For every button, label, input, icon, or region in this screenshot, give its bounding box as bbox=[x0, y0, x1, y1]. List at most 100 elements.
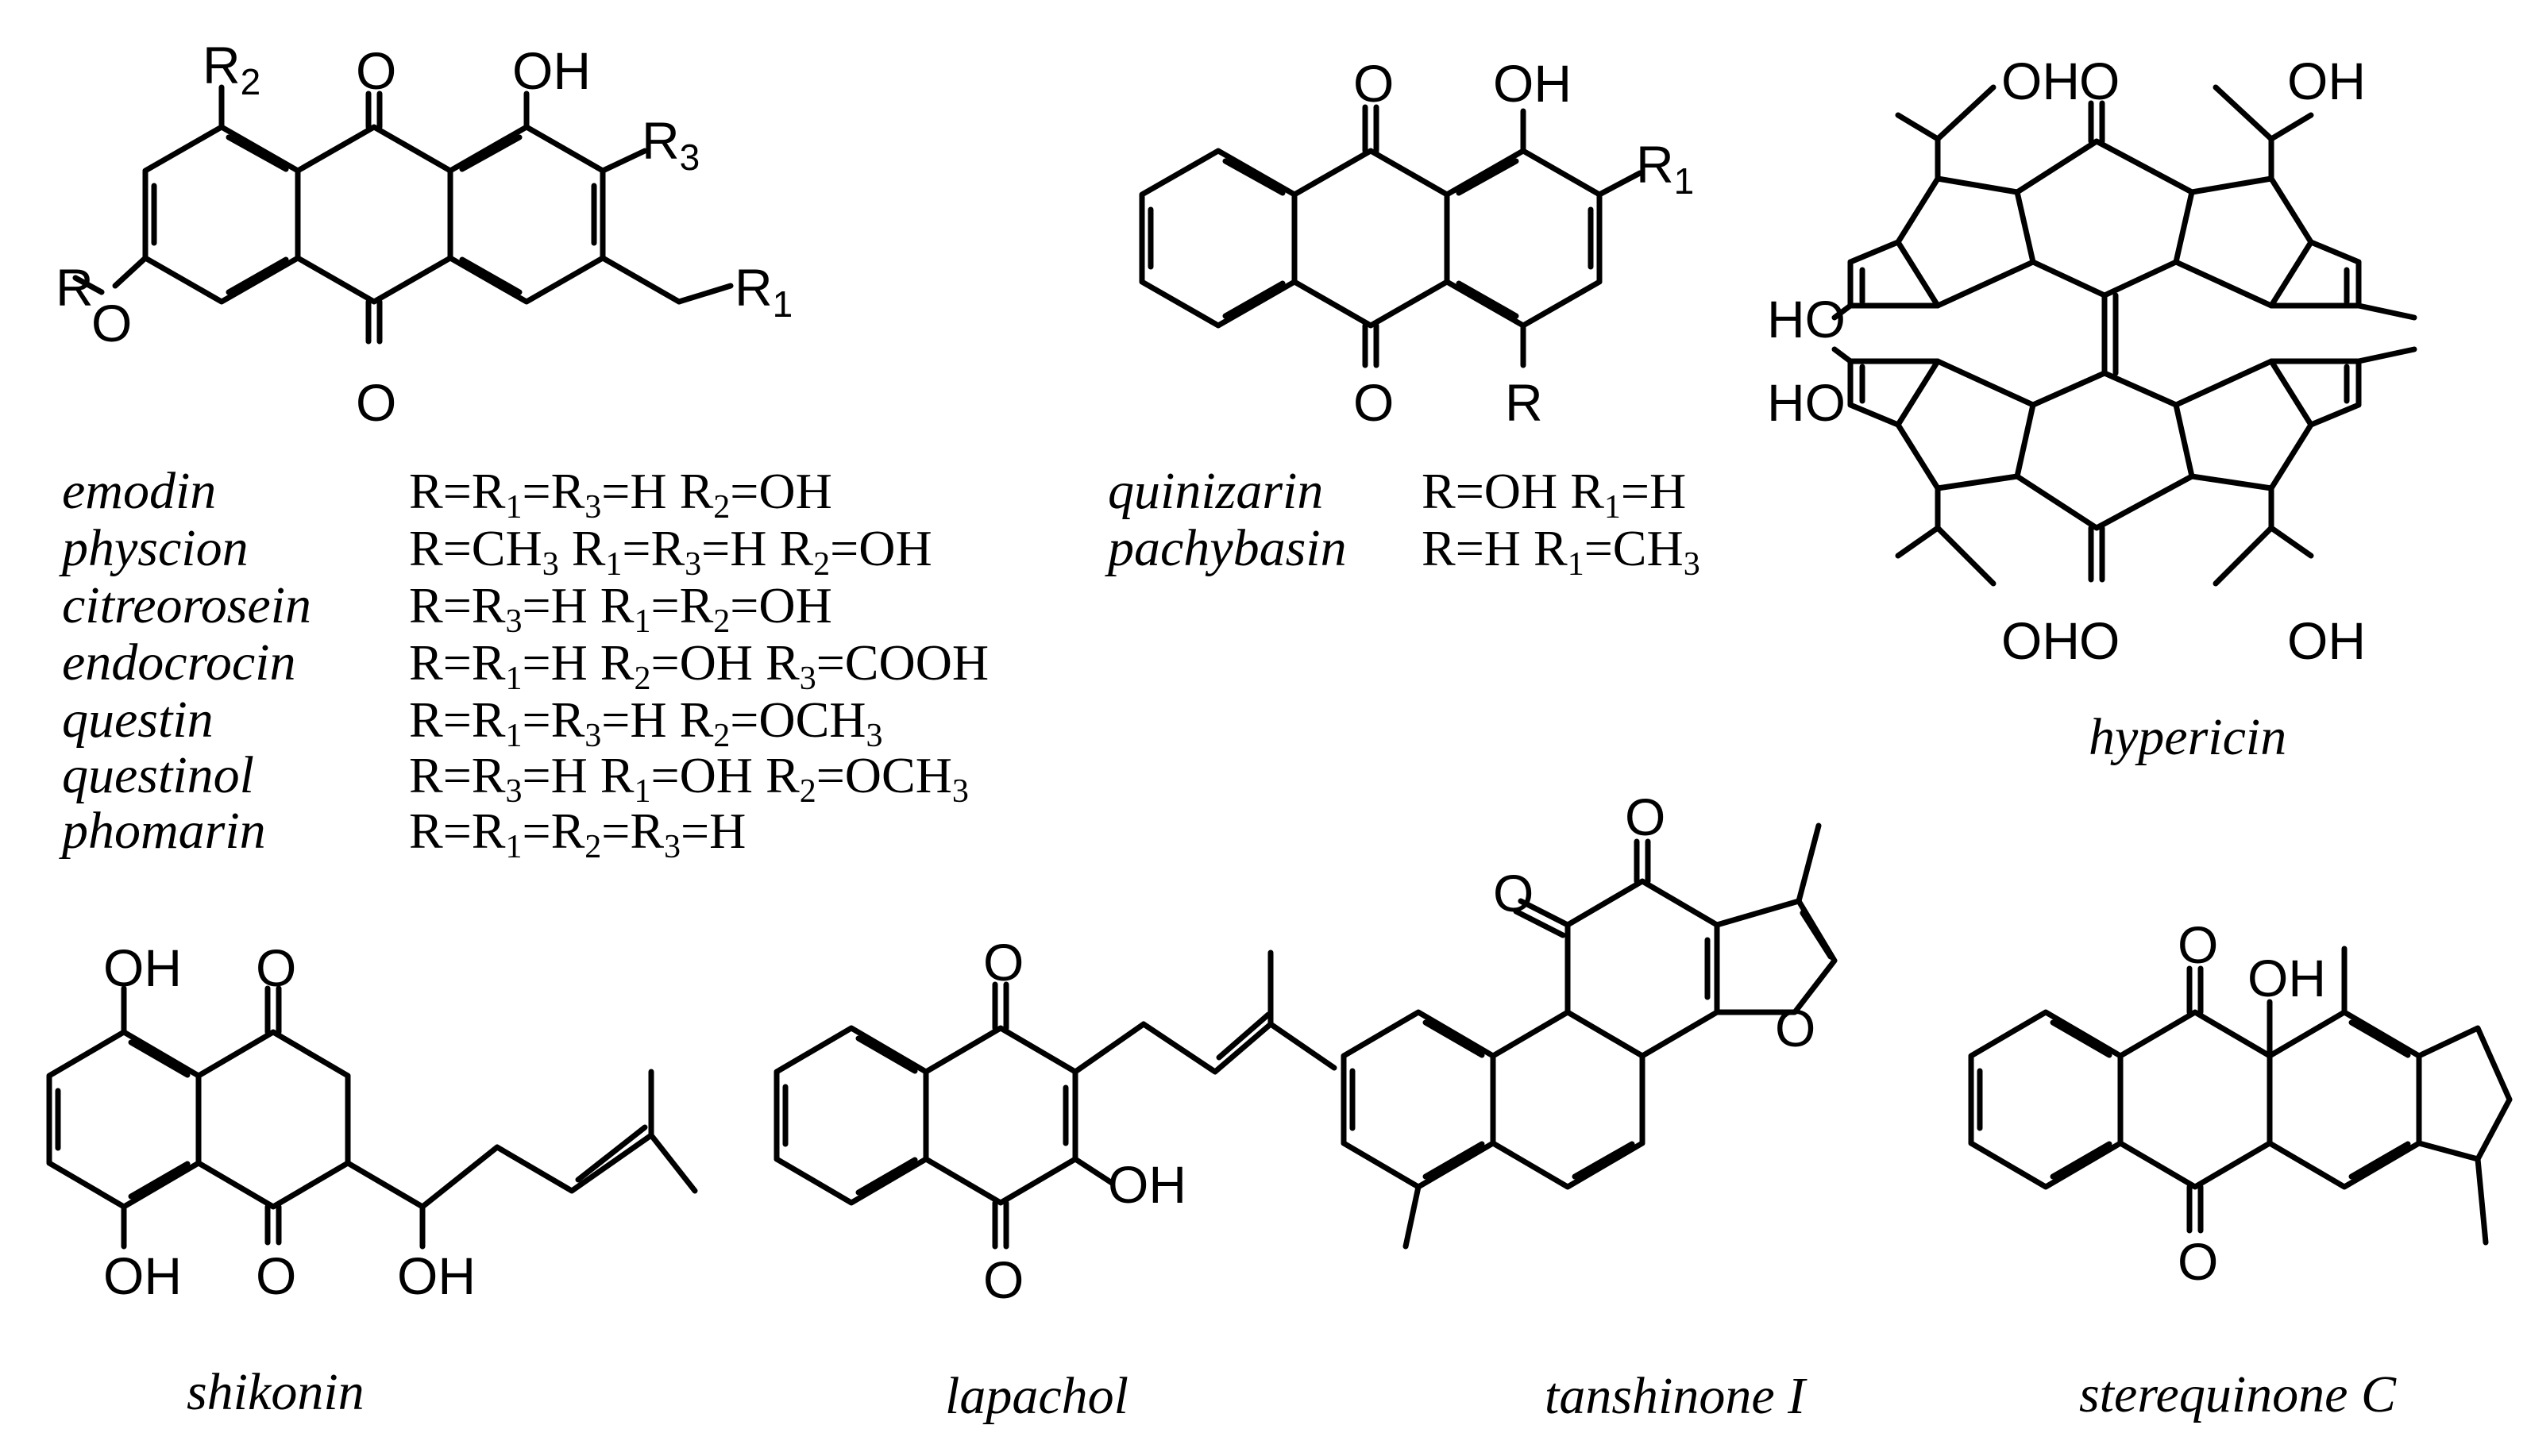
ether-oxygen: O bbox=[91, 294, 132, 352]
hydroxyl-top: OH bbox=[103, 938, 182, 997]
definition-text: =OH R bbox=[650, 634, 800, 691]
definition-text: =H bbox=[681, 803, 746, 859]
compound-def: R=CH3 R1=R3=H R2=OH bbox=[409, 520, 932, 583]
hydroxyl-side-chain: OH bbox=[397, 1246, 476, 1305]
definition-subscript: 3 bbox=[584, 718, 601, 754]
definition-text: R=CH bbox=[409, 520, 542, 576]
definition-text: =H R bbox=[522, 634, 634, 691]
definition-text: =R bbox=[522, 463, 584, 519]
definition-subscript: 2 bbox=[713, 603, 730, 640]
carbonyl-oxygen-left: O bbox=[1493, 864, 1534, 923]
definition-text: =H R bbox=[522, 747, 634, 803]
definition-subscript: 3 bbox=[685, 546, 701, 583]
carbonyl-oxygen-top: O bbox=[256, 938, 296, 997]
carbonyl-oxygen-bottom: O bbox=[2079, 611, 2120, 670]
hydroxyl-bottom: OH bbox=[103, 1246, 182, 1305]
carbonyl-oxygen-top: O bbox=[356, 41, 396, 100]
hydroxyl-bottom-right: OH bbox=[2287, 611, 2366, 670]
definition-subscript: 1 bbox=[505, 489, 522, 526]
definition-subscript: 2 bbox=[634, 661, 650, 697]
definition-subscript: 1 bbox=[505, 829, 522, 865]
compound-name-tanshinone: tanshinone I bbox=[1545, 1367, 1807, 1425]
definition-text: R=R bbox=[409, 577, 506, 634]
definition-text: =H R bbox=[522, 577, 634, 634]
definition-text: R=R bbox=[409, 691, 506, 748]
carbonyl-oxygen-bottom: O bbox=[356, 373, 396, 432]
definition-text: =OCH bbox=[816, 747, 952, 803]
definition-subscript: 2 bbox=[584, 829, 601, 865]
compound-name-hypericin: hypericin bbox=[2089, 708, 2286, 766]
compound-def: R=R1=R3=H R2=OCH3 bbox=[409, 691, 882, 754]
compound-name-citreorosein: citreorosein bbox=[62, 576, 311, 634]
quinizarin-compound-list: quinizarin pachybasin R=OH R1=H R=H R1=C… bbox=[1105, 462, 1700, 583]
definition-subscript: 2 bbox=[813, 546, 830, 583]
definition-text: R=OH R bbox=[1422, 463, 1604, 519]
definition-text: R=R bbox=[409, 747, 506, 803]
definition-text: R=H R bbox=[1422, 520, 1568, 576]
definition-subscript: 3 bbox=[505, 773, 522, 810]
furan-oxygen: O bbox=[1775, 999, 1815, 1057]
definition-subscript: 1 bbox=[634, 603, 650, 640]
definition-subscript: 1 bbox=[1568, 546, 1584, 583]
compound-name-pachybasin: pachybasin bbox=[1105, 519, 1347, 577]
compound-def: R=R1=H R2=OH R3=COOH bbox=[409, 634, 989, 697]
hydroxyl-left-lower: HO bbox=[1767, 373, 1846, 432]
definition-text: =OH bbox=[730, 463, 832, 519]
r-label: R bbox=[1505, 373, 1543, 432]
definition-text: =OH bbox=[730, 577, 832, 634]
hydroxyl-top: OH bbox=[512, 41, 591, 100]
compound-def: R=R1=R3=H R2=OH bbox=[409, 463, 832, 526]
compound-def: R=R3=H R1=OH R2=OCH3 bbox=[409, 747, 969, 810]
compound-def: R=R3=H R1=R2=OH bbox=[409, 577, 832, 640]
definition-subscript: 3 bbox=[800, 661, 816, 697]
hydroxyl-left-upper: HO bbox=[1767, 290, 1846, 349]
carbonyl-oxygen-top: O bbox=[2079, 52, 2120, 110]
sterequinone-structure: O OH O sterequinone C bbox=[1968, 915, 2513, 1423]
definition-text: =CH bbox=[1584, 520, 1684, 576]
compound-def: R=R1=R2=R3=H bbox=[409, 803, 746, 865]
carbonyl-oxygen-top: O bbox=[2178, 915, 2218, 974]
definition-text: =OH bbox=[830, 520, 932, 576]
hydroxyl-top-left: OH bbox=[2001, 52, 2080, 110]
compound-name-endocrocin: endocrocin bbox=[62, 634, 295, 691]
anthraquinone-compound-list: emodin physcion citreorosein endocrocin … bbox=[59, 462, 989, 865]
definition-subscript: 1 bbox=[505, 718, 522, 754]
lapachol-structure: O OH O lapachol bbox=[774, 933, 1337, 1425]
definition-text: R bbox=[559, 520, 606, 576]
definition-text: =COOH bbox=[816, 634, 989, 691]
r1-label: R1 bbox=[735, 258, 793, 325]
compound-name-sterequinone: sterequinone C bbox=[2079, 1365, 2397, 1423]
definition-text: =R bbox=[522, 691, 584, 748]
definition-text: =H bbox=[1621, 463, 1686, 519]
definition-subscript: 1 bbox=[505, 661, 522, 697]
definition-subscript: 3 bbox=[664, 829, 681, 865]
definition-text: =OCH bbox=[730, 691, 866, 748]
definition-text: =H R bbox=[601, 691, 713, 748]
carbonyl-oxygen-bottom: O bbox=[983, 1250, 1024, 1309]
carbonyl-oxygen-bottom: O bbox=[1353, 373, 1394, 432]
compound-name-questinol: questinol bbox=[62, 746, 254, 804]
hydroxyl-top: OH bbox=[1493, 54, 1572, 113]
definition-text: =R bbox=[622, 520, 685, 576]
carbonyl-oxygen-top: O bbox=[1625, 788, 1665, 846]
hydroxyl: OH bbox=[1108, 1155, 1186, 1214]
carbonyl-oxygen-top: O bbox=[1353, 54, 1394, 113]
definition-text: =R bbox=[522, 803, 584, 859]
r1-label: R1 bbox=[1636, 135, 1694, 202]
shikonin-structure: OH O OH O OH shikonin bbox=[46, 938, 698, 1421]
definition-text: =H R bbox=[701, 520, 813, 576]
r2-label: R2 bbox=[203, 36, 260, 102]
definition-text: R=R bbox=[409, 463, 506, 519]
definition-subscript: 3 bbox=[866, 718, 882, 754]
definition-subscript: 3 bbox=[542, 546, 559, 583]
quinizarin-general-structure: O OH R1 O R bbox=[1139, 54, 1694, 432]
tanshinone-structure: O O O tanshinone I bbox=[1341, 788, 1838, 1425]
definition-text: =R bbox=[601, 803, 664, 859]
definition-subscript: 1 bbox=[605, 546, 622, 583]
definition-subscript: 1 bbox=[634, 773, 650, 810]
compound-def: R=H R1=CH3 bbox=[1422, 520, 1700, 583]
definition-text: R=R bbox=[409, 634, 506, 691]
definition-text: R=R bbox=[409, 803, 506, 859]
definition-subscript: 3 bbox=[1684, 546, 1700, 583]
